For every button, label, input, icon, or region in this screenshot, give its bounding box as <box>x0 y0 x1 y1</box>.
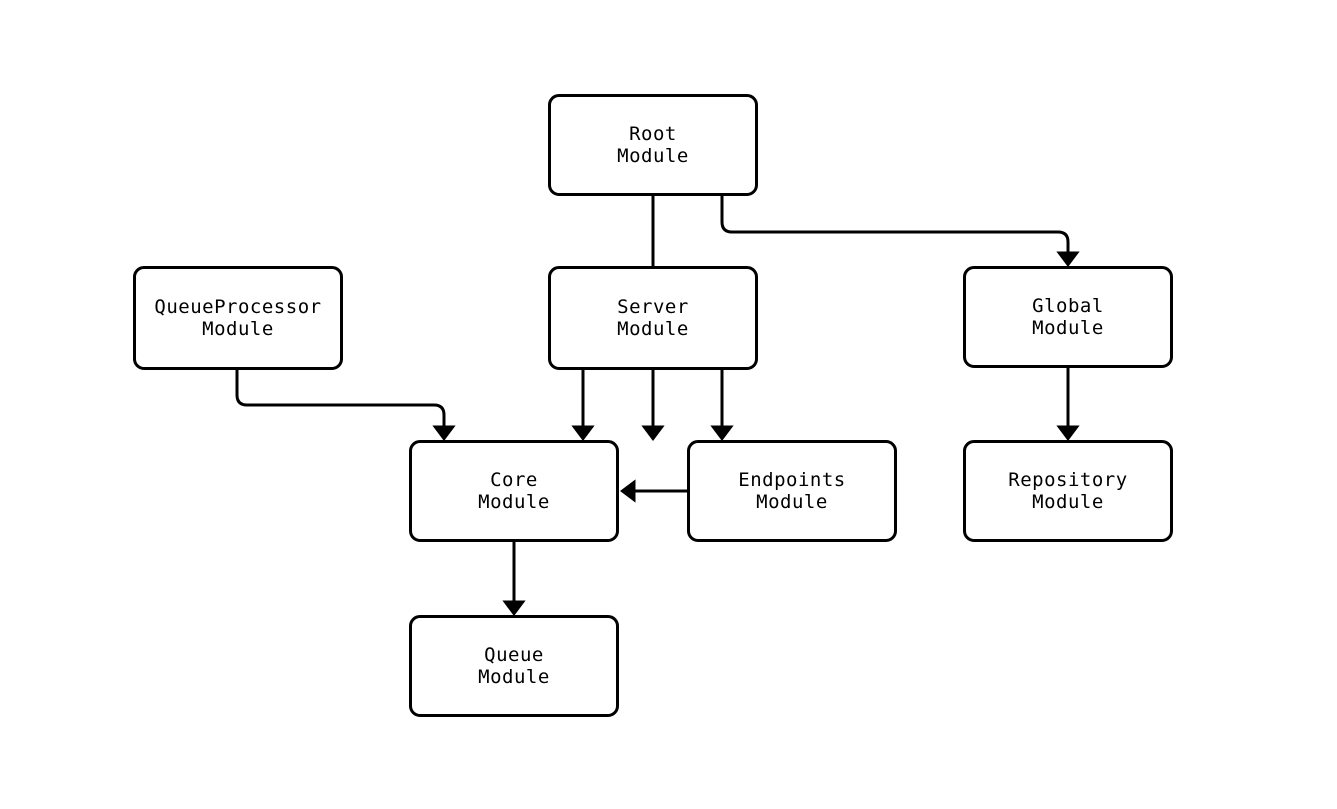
edge-queueprocessor-to-core <box>235 370 456 441</box>
node-queue-label-line2: Module <box>478 666 550 688</box>
node-server-label-line2: Module <box>617 318 689 340</box>
node-endpoints-label-line2: Module <box>756 491 828 513</box>
edge-root-to-global <box>720 196 1080 267</box>
node-endpoints-label-line1: Endpoints <box>738 469 846 491</box>
node-repository-label-line1: Repository <box>1008 469 1128 491</box>
node-core-label-line2: Module <box>478 491 550 513</box>
node-queueprocessor-label-line2: Module <box>202 318 274 340</box>
node-global-label-line2: Module <box>1032 317 1104 339</box>
node-repository-label-line2: Module <box>1032 491 1104 513</box>
node-root-label-line1: Root <box>629 123 677 145</box>
node-core-label-line1: Core <box>490 469 538 491</box>
node-root-label-line2: Module <box>617 145 689 167</box>
node-queueprocessor-label-line1: QueueProcessor <box>154 296 322 318</box>
node-queue-label-line1: Queue <box>484 644 544 666</box>
node-server-label-line1: Server <box>617 296 689 318</box>
node-global-label-line1: Global <box>1032 295 1104 317</box>
